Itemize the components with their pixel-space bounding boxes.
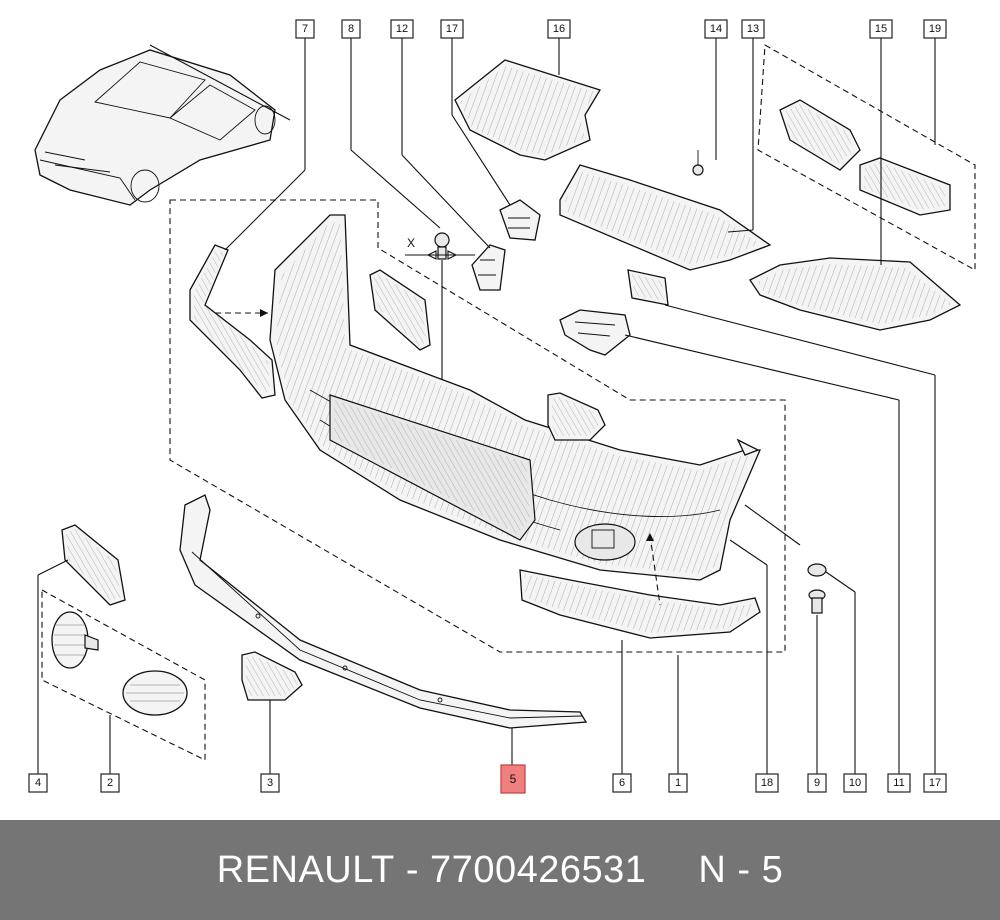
callout-8: 8 — [341, 19, 361, 39]
callout-9: 9 — [807, 773, 827, 793]
callout-7: 7 — [295, 19, 315, 39]
callout-14: 14 — [704, 19, 728, 39]
part-info-footer: RENAULT - 7700426531 N - 5 — [0, 820, 1000, 920]
bumper-trim-6 — [519, 569, 761, 639]
svg-text:9: 9 — [814, 777, 820, 789]
callout-18: 18 — [755, 773, 779, 793]
callout-6: 6 — [612, 773, 632, 793]
svg-text:5: 5 — [510, 772, 517, 786]
reference-number: 5 — [761, 848, 784, 891]
nut-10 — [807, 563, 827, 577]
svg-text:7: 7 — [302, 23, 308, 35]
callout-2: 2 — [100, 773, 120, 793]
callout-15: 15 — [869, 19, 893, 39]
screw-8 — [405, 232, 475, 390]
separator: - — [726, 848, 762, 891]
callout-13: 13 — [741, 19, 765, 39]
fog-cover-4 — [61, 524, 126, 606]
bracket-11 — [559, 309, 631, 356]
engine-undertray-16 — [454, 59, 601, 161]
svg-text:11: 11 — [893, 777, 904, 789]
callout-5-highlighted: 5 — [500, 764, 526, 794]
svg-text:19: 19 — [929, 23, 941, 35]
svg-text:4: 4 — [35, 777, 41, 789]
svg-text:16: 16 — [553, 23, 565, 35]
side-trim-7 — [189, 244, 276, 399]
bracket-17 — [499, 199, 541, 241]
svg-text:1: 1 — [675, 777, 681, 789]
bracket-17b — [627, 269, 669, 306]
svg-text:8: 8 — [348, 23, 354, 35]
svg-text:10: 10 — [849, 777, 861, 789]
bolt-9 — [808, 589, 826, 614]
svg-text:14: 14 — [710, 23, 722, 35]
callout-3: 3 — [260, 773, 280, 793]
callout-19: 19 — [923, 19, 947, 39]
callout-17-bottom: 17 — [923, 773, 947, 793]
clip-18 — [736, 438, 760, 456]
svg-text:3: 3 — [267, 777, 273, 789]
undertray-15 — [749, 257, 962, 331]
fog-cover-3 — [241, 651, 303, 701]
svg-text:2: 2 — [107, 777, 113, 789]
marker-x: X — [407, 236, 415, 250]
callout-16: 16 — [547, 19, 571, 39]
assembly-outlines — [41, 44, 976, 761]
part-number: 7700426531 — [430, 848, 647, 891]
fog-cover-right — [547, 392, 606, 441]
lip-spoiler-5 — [179, 494, 588, 729]
bracket-set-19 — [779, 99, 951, 216]
brand-name: RENAULT — [216, 848, 395, 891]
vehicle-sketch — [34, 44, 291, 206]
callout-1: 1 — [668, 773, 688, 793]
svg-text:15: 15 — [875, 23, 887, 35]
callout-10: 10 — [843, 773, 867, 793]
parts-diagram: X — [28, 19, 976, 794]
leader-lines — [37, 38, 936, 775]
callout-17-top: 17 — [440, 19, 464, 39]
callout-11: 11 — [887, 773, 911, 793]
svg-text:6: 6 — [619, 777, 625, 789]
svg-text:12: 12 — [396, 23, 408, 35]
separator: - — [394, 848, 431, 891]
svg-text:17: 17 — [446, 23, 458, 35]
svg-text:17: 17 — [929, 777, 941, 789]
undertray-13 — [559, 150, 772, 271]
fog-cover-upper — [369, 269, 431, 351]
fog-lamp-2 — [51, 611, 188, 716]
svg-text:18: 18 — [761, 777, 773, 789]
bumper-shell-1 — [269, 214, 761, 581]
reference-prefix: N — [698, 848, 727, 891]
callout-12: 12 — [390, 19, 414, 39]
svg-text:13: 13 — [747, 23, 759, 35]
bracket-12 — [471, 244, 506, 291]
callout-4: 4 — [28, 773, 48, 793]
